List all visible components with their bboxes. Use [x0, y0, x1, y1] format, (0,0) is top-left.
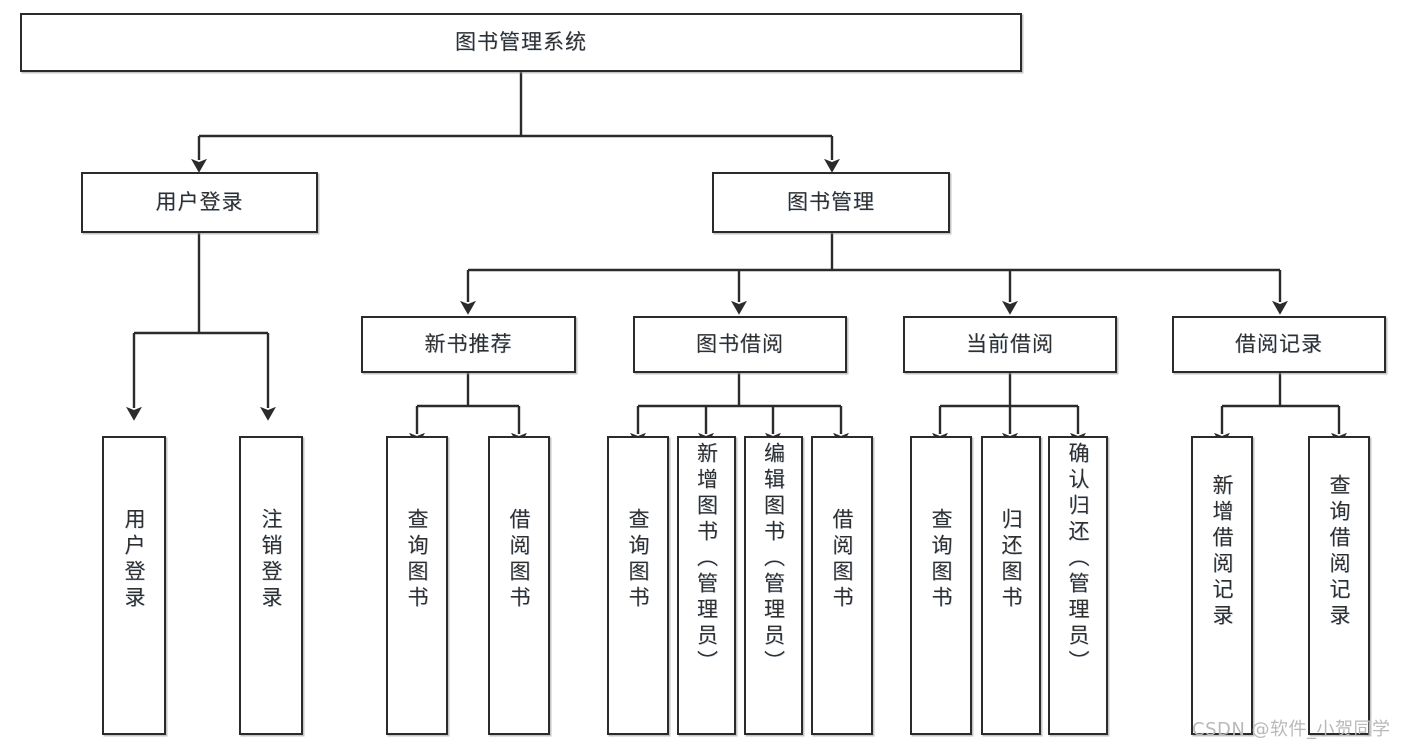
node-leaf-query-book-1[interactable]: 查询图书 — [386, 436, 448, 735]
node-leaf-user-login-label: 用户登录 — [122, 508, 147, 612]
node-leaf-query-book-1-label: 查询图书 — [405, 508, 430, 612]
node-current-borrow-label: 当前借阅 — [966, 332, 1054, 357]
node-root[interactable]: 图书管理系统 — [20, 13, 1022, 72]
node-leaf-edit-book-label: 编辑图书（管理员） — [761, 442, 786, 676]
csdn-watermark: CSDN @软件_小贺同学 — [1192, 719, 1391, 740]
node-leaf-query-book-2-label: 查询图书 — [626, 508, 651, 612]
node-leaf-query-record-label: 查询借阅记录 — [1327, 474, 1352, 630]
node-root-label: 图书管理系统 — [455, 30, 587, 55]
node-current-borrow[interactable]: 当前借阅 — [903, 316, 1117, 373]
node-leaf-borrow-book-2-label: 借阅图书 — [830, 508, 855, 612]
node-leaf-edit-book[interactable]: 编辑图书（管理员） — [744, 436, 803, 735]
node-leaf-query-record[interactable]: 查询借阅记录 — [1308, 436, 1370, 735]
node-user-login[interactable]: 用户登录 — [81, 172, 318, 233]
node-leaf-return-book[interactable]: 归还图书 — [981, 436, 1041, 735]
node-leaf-add-book[interactable]: 新增图书（管理员） — [677, 436, 736, 735]
node-new-book-rec-label: 新书推荐 — [424, 332, 513, 357]
node-leaf-borrow-book-1[interactable]: 借阅图书 — [488, 436, 550, 735]
node-book-manage[interactable]: 图书管理 — [712, 172, 950, 233]
node-new-book-rec[interactable]: 新书推荐 — [361, 316, 576, 373]
node-leaf-return-book-label: 归还图书 — [999, 508, 1024, 612]
node-borrow-record-label: 借阅记录 — [1235, 332, 1323, 357]
node-book-borrow-label: 图书借阅 — [696, 332, 784, 357]
node-leaf-add-record[interactable]: 新增借阅记录 — [1191, 436, 1253, 735]
node-leaf-confirm-return-label: 确认归还（管理员） — [1066, 442, 1091, 676]
node-leaf-user-login[interactable]: 用户登录 — [102, 436, 166, 735]
node-leaf-query-book-3-label: 查询图书 — [929, 508, 954, 612]
node-leaf-borrow-book-1-label: 借阅图书 — [507, 508, 532, 612]
node-book-borrow[interactable]: 图书借阅 — [633, 316, 847, 373]
node-leaf-borrow-book-2[interactable]: 借阅图书 — [811, 436, 873, 735]
node-book-manage-label: 图书管理 — [787, 190, 875, 215]
node-borrow-record[interactable]: 借阅记录 — [1172, 316, 1386, 373]
node-leaf-add-record-label: 新增借阅记录 — [1210, 474, 1235, 630]
node-leaf-query-book-2[interactable]: 查询图书 — [607, 436, 669, 735]
node-user-login-label: 用户登录 — [155, 190, 244, 215]
node-leaf-query-book-3[interactable]: 查询图书 — [910, 436, 972, 735]
node-leaf-add-book-label: 新增图书（管理员） — [694, 442, 719, 676]
node-leaf-confirm-return[interactable]: 确认归还（管理员） — [1048, 436, 1108, 735]
node-leaf-logout[interactable]: 注销登录 — [239, 436, 303, 735]
node-leaf-logout-label: 注销登录 — [259, 508, 284, 612]
